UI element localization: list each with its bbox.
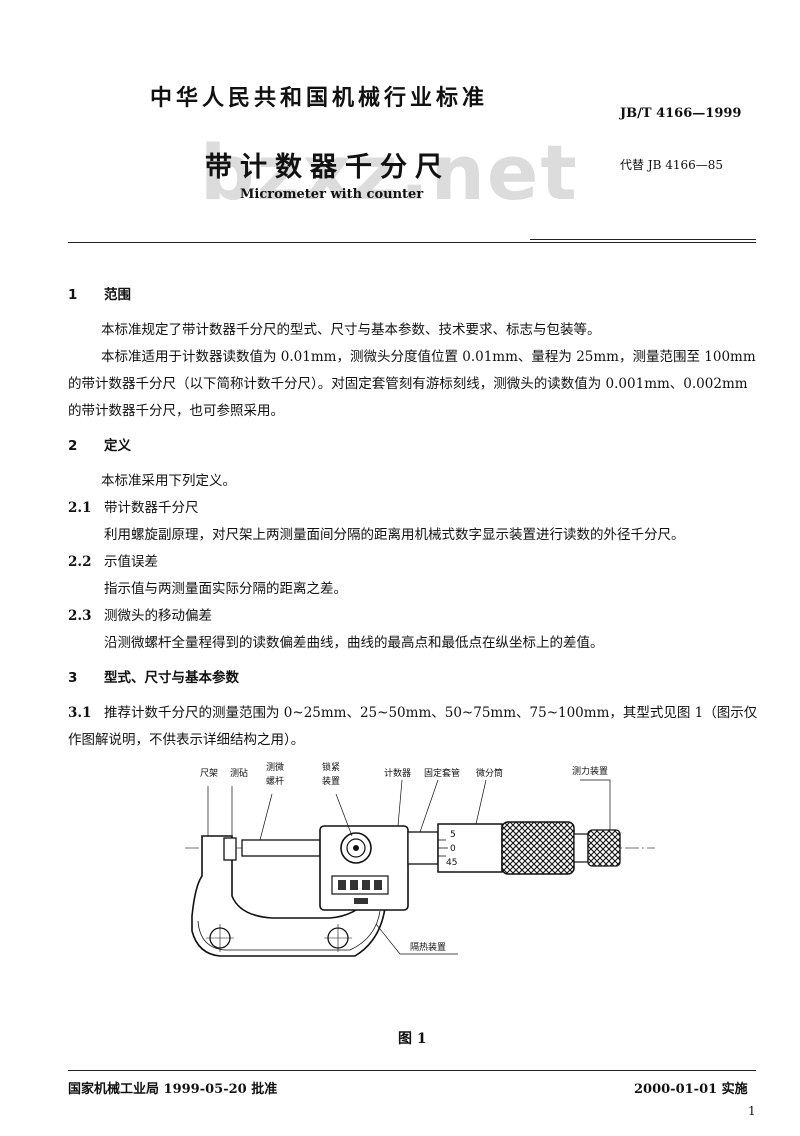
clause-title: 带计数器千分尺	[104, 500, 199, 516]
label-insulator: 隔热装置	[410, 941, 446, 953]
clause-number: 3.1	[68, 705, 92, 721]
definition-text: 利用螺旋副原理，对尺架上两测量面间分隔的距离用机械式数字显示装置进行读数的外径千…	[104, 527, 685, 543]
lock-knob-center	[353, 845, 359, 851]
header-rule	[68, 242, 756, 243]
implementation-date: 2000-01-01 实施	[634, 1082, 748, 1097]
section-2-heading: 2 定义	[68, 433, 758, 460]
label-spindle: 螺杆	[266, 775, 284, 787]
frame-shape	[191, 835, 386, 957]
definition-text: 指示值与两测量面实际分隔的距离之差。	[104, 581, 347, 597]
knurled-grip	[501, 821, 575, 875]
clause-number: 2.3	[68, 608, 92, 624]
leader-line	[475, 779, 487, 825]
section-title: 型式、尺寸与基本参数	[104, 670, 239, 686]
leader-line	[335, 793, 353, 837]
definition-2-2-heading: 2.2 示值误差	[68, 549, 758, 576]
label-lock: 锁紧	[322, 761, 340, 773]
paragraph: 本标准采用下列定义。	[101, 473, 236, 489]
approval-info: 国家机械工业局 1999-05-20 批准	[68, 1082, 278, 1097]
figure-caption: 图 1	[398, 1031, 427, 1047]
frame-inner-edge	[197, 910, 381, 951]
paragraph: 本标准规定了带计数器千分尺的型式、尺寸与基本参数、技术要求、标志与包装等。	[101, 322, 601, 338]
scale-label: 5	[450, 830, 456, 840]
label-lock: 装置	[322, 775, 340, 787]
ratchet	[587, 829, 621, 867]
label-frame: 尺架	[200, 768, 218, 779]
header-rule-thin	[530, 239, 756, 240]
leader-line	[259, 793, 273, 841]
counter-digit	[374, 880, 382, 890]
section-title: 范围	[104, 287, 131, 303]
thimble	[437, 823, 503, 873]
leader-line	[397, 779, 403, 827]
definition-2-3-heading: 2.3 测微头的移动偏差	[68, 603, 758, 630]
leader-line	[580, 779, 611, 830]
document-body: 1 范围 本标准规定了带计数器千分尺的型式、尺寸与基本参数、技术要求、标志与包装等…	[68, 282, 758, 754]
watermark: bzxz.net	[200, 128, 579, 217]
section-number: 2	[68, 438, 78, 454]
footer-rule	[68, 1070, 756, 1071]
counter-digit	[362, 880, 370, 890]
leader-line	[375, 923, 458, 955]
replaces-standard: 代替 JB 4166—85	[620, 158, 724, 172]
definition-2-1-heading: 2.1 带计数器千分尺	[68, 495, 758, 522]
spindle	[241, 839, 321, 857]
issuing-org: 中华人民共和国机械行业标准	[150, 86, 489, 111]
counter-digit	[350, 880, 358, 890]
ratchet-neck	[573, 833, 589, 863]
clause-title: 测微头的移动偏差	[104, 608, 212, 624]
section-number: 3	[68, 670, 78, 686]
label-thimble: 微分筒	[476, 767, 503, 779]
paragraph: 本标准适用于计数器读数值为 0.01mm，测微头分度值位置 0.01mm、量程为…	[68, 349, 756, 419]
section-1-heading: 1 范围	[68, 282, 758, 309]
leader-line	[419, 779, 439, 833]
document-title: 带计数器千分尺	[205, 152, 450, 183]
section-title: 定义	[104, 438, 131, 454]
sleeve	[407, 831, 439, 865]
clause-text: 推荐计数千分尺的测量范围为 0~25mm、25~50mm、50~75mm、75~…	[68, 705, 758, 748]
page-number: 1	[748, 1104, 756, 1118]
scale-label: 0	[450, 844, 456, 854]
clause-title: 示值误差	[104, 554, 158, 570]
counter-digit	[338, 880, 346, 890]
label-ratchet: 测力装置	[572, 765, 608, 777]
section-number: 1	[68, 287, 78, 303]
clause-number: 2.2	[68, 554, 92, 570]
label-anvil: 测砧	[230, 767, 248, 779]
anvil	[223, 837, 237, 861]
micrometer-figure: 5 0 45 尺架 测砧 测微 螺杆 锁紧 装置 计数器 固定套管 微分筒 测力…	[185, 761, 655, 957]
label-sleeve: 固定套管	[424, 767, 460, 779]
definition-text: 沿测微螺杆全量程得到的读数偏差曲线，曲线的最高点和最低点在纵坐标上的差值。	[104, 635, 604, 651]
clause-number: 2.1	[68, 500, 92, 516]
label-spindle: 测微	[266, 761, 284, 773]
counter-reset	[354, 898, 368, 904]
section-3-heading: 3 型式、尺寸与基本参数	[68, 665, 758, 692]
standard-code: JB/T 4166—1999	[620, 106, 742, 121]
label-counter: 计数器	[384, 767, 411, 779]
scale-label: 45	[446, 858, 457, 868]
english-title: Micrometer with counter	[240, 187, 424, 202]
